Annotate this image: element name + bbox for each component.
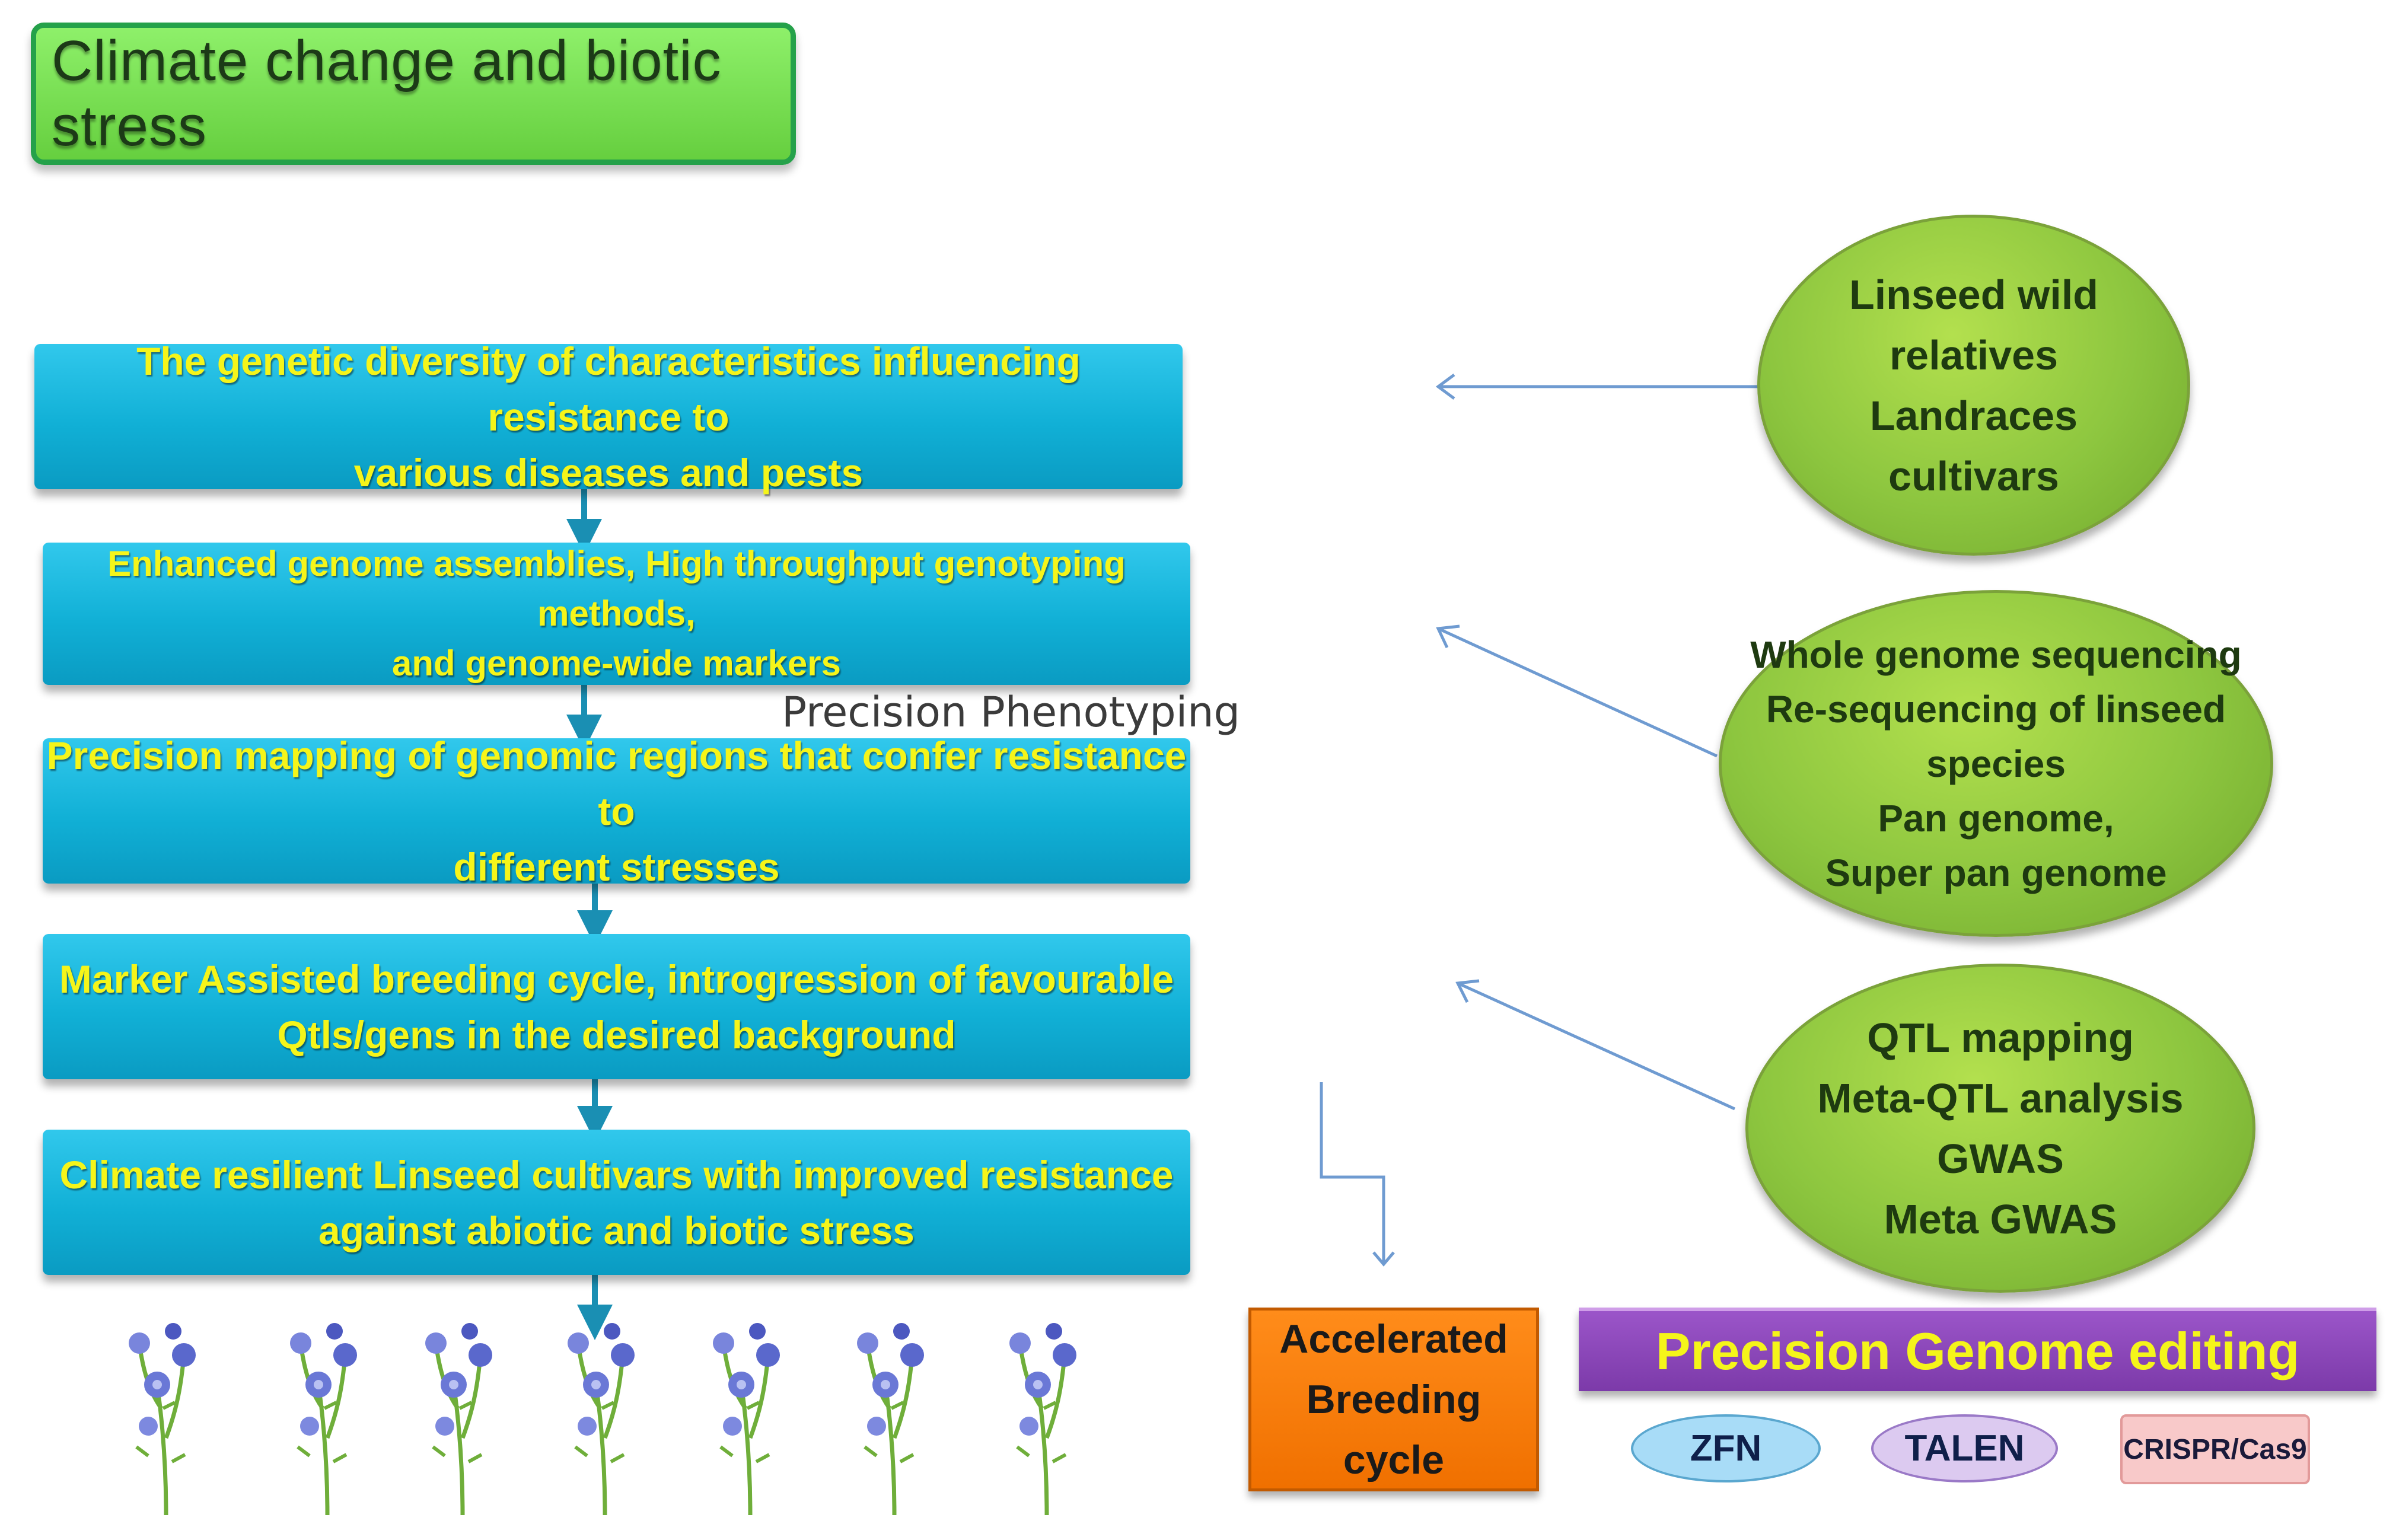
flax-plant-icon xyxy=(857,1323,924,1516)
title-box: Climate change and biotic stress xyxy=(31,23,796,165)
resource-qtl-gwas: QTL mapping Meta-QTL analysis GWAS Meta … xyxy=(1745,964,2255,1293)
tool-zfn: ZFN xyxy=(1631,1414,1821,1482)
flax-plant-icon xyxy=(713,1323,780,1516)
arrow-resource-3-head xyxy=(1455,979,1480,1003)
flax-plant-icon xyxy=(568,1323,635,1516)
tool-talen: TALEN xyxy=(1871,1414,2058,1482)
resource-sequencing: Whole genome sequencing Re-sequencing of… xyxy=(1719,590,2273,937)
flax-plant-icon xyxy=(129,1323,196,1516)
resource-germplasm: Linseed wild relatives Landraces cultiva… xyxy=(1757,215,2190,556)
step-marker-assisted-breeding: Marker Assisted breeding cycle, introgre… xyxy=(43,934,1190,1079)
accelerated-breeding-box: Accelerated Breeding cycle xyxy=(1248,1308,1539,1491)
flax-plant-icon xyxy=(290,1323,357,1516)
flax-plant-icon xyxy=(425,1323,492,1516)
arrow-to-accelerated-head xyxy=(1372,1251,1395,1267)
tool-crispr: CRISPR/Cas9 xyxy=(2120,1414,2310,1484)
arrow-resource-2-head xyxy=(1436,624,1460,649)
genome-editing-banner: Precision Genome editing xyxy=(1579,1308,2376,1391)
step-genetic-diversity: The genetic diversity of characteristics… xyxy=(34,339,1183,495)
step-precision-mapping: Precision mapping of genomic regions tha… xyxy=(43,734,1190,889)
step-genome-assemblies: Enhanced genome assemblies, High through… xyxy=(43,543,1190,685)
step-climate-resilient-cultivars: Climate resilient Linseed cultivars with… xyxy=(43,1130,1190,1275)
arrow-to-accelerated xyxy=(1320,1082,1385,1264)
flax-plants xyxy=(129,1323,1076,1516)
arrow-resource-3 xyxy=(1457,981,1736,1111)
diagram-title: Climate change and biotic stress xyxy=(52,29,722,158)
arrow-resource-2 xyxy=(1437,627,1718,758)
arrow-resource-1-head xyxy=(1435,373,1455,400)
flax-plant-icon xyxy=(1009,1323,1076,1516)
precision-phenotyping-label: Precision Phenotyping xyxy=(782,688,1240,736)
